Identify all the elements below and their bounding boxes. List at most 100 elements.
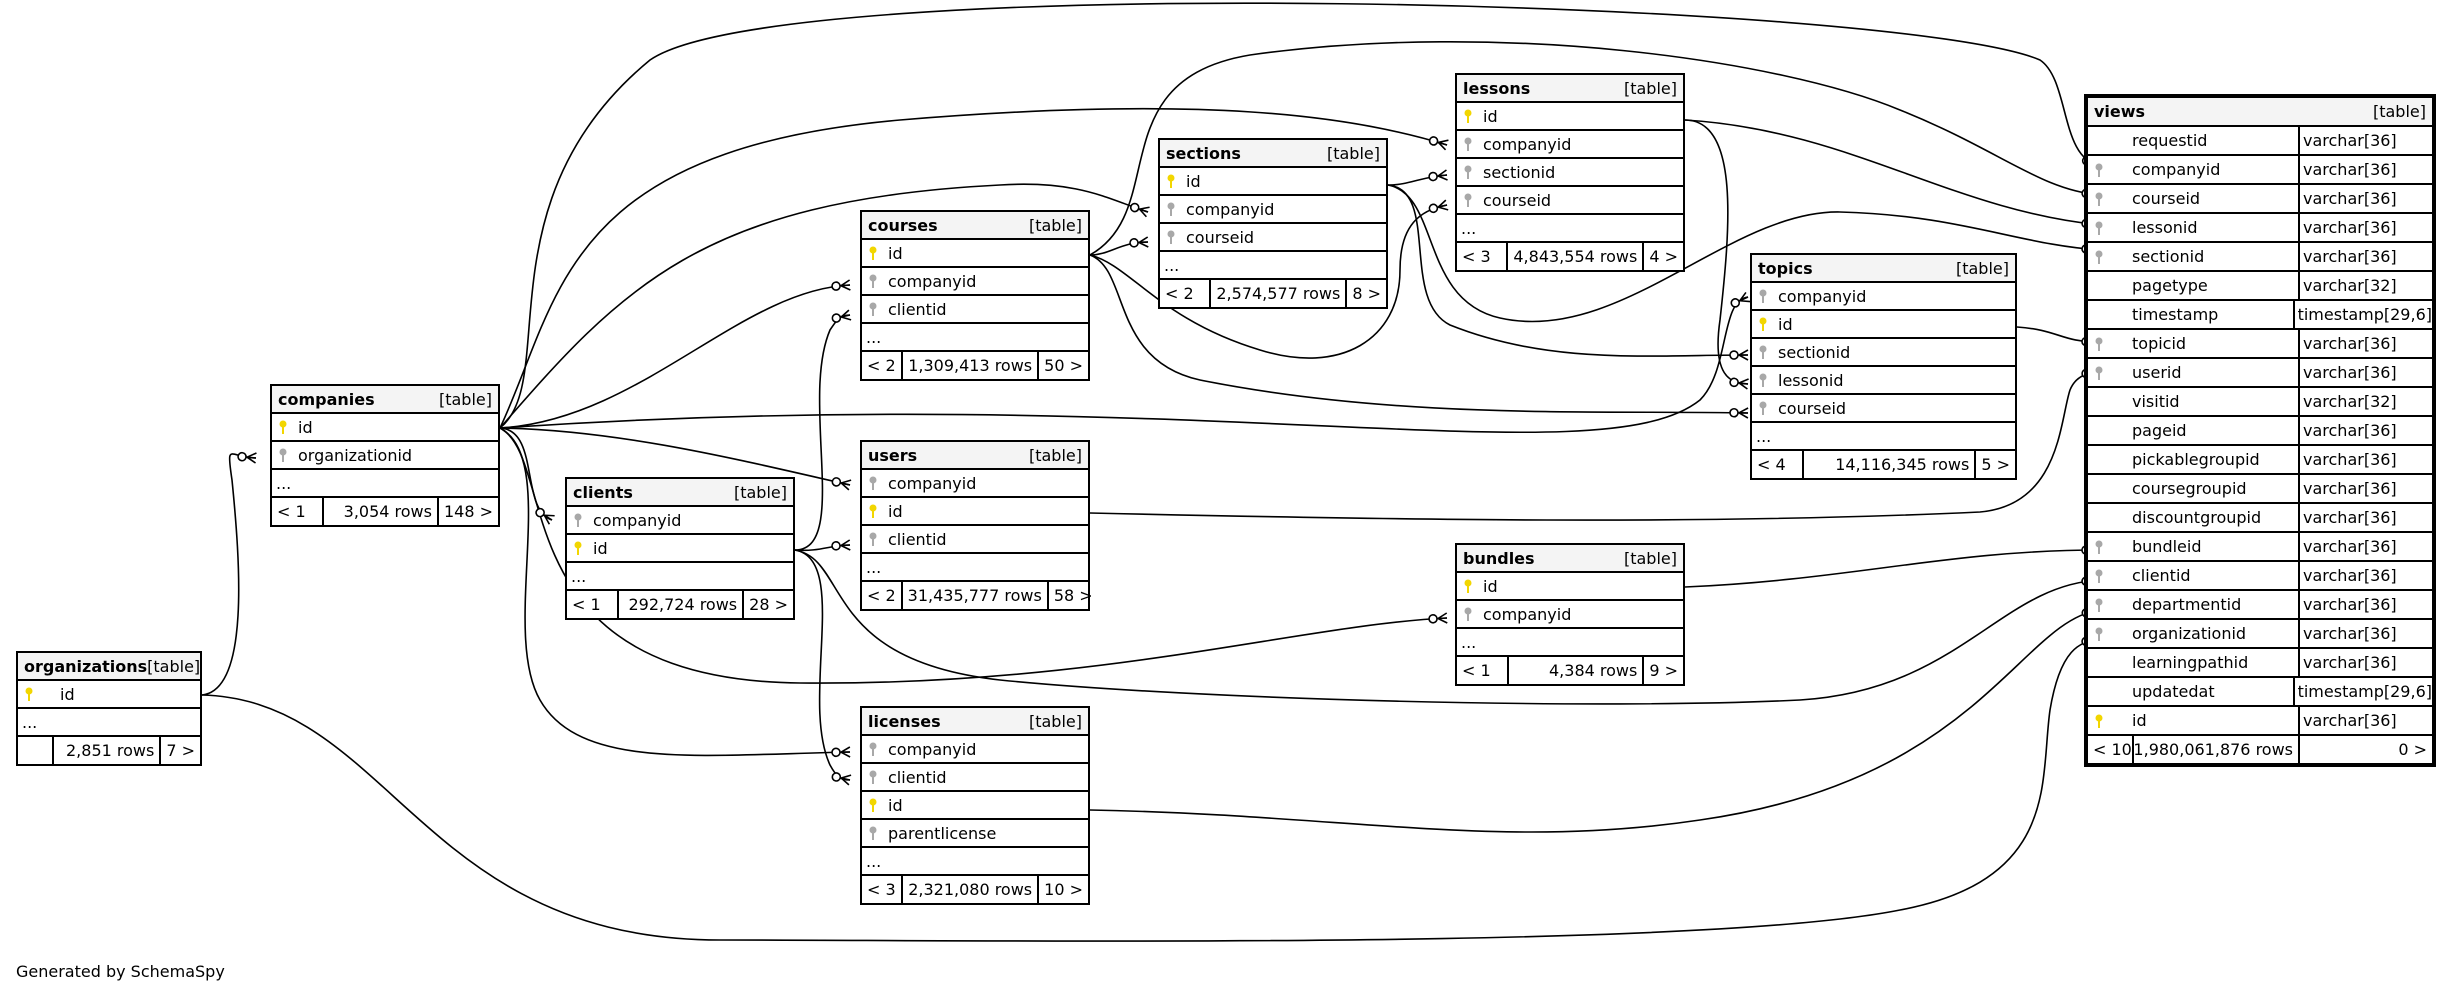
table-title[interactable]: bundles bbox=[1463, 548, 1535, 568]
column-row[interactable]: companyid bbox=[862, 470, 1088, 498]
children-count[interactable]: 0 > bbox=[2398, 740, 2427, 759]
column-row[interactable]: organizationid bbox=[272, 442, 498, 470]
column-row[interactable]: courseid bbox=[1160, 224, 1386, 252]
column-row[interactable]: sectionid bbox=[1752, 339, 2015, 367]
more-columns[interactable]: ... bbox=[862, 324, 1088, 352]
table-licenses[interactable]: licenses[table] companyid clientid id pa… bbox=[860, 706, 1090, 905]
table-title[interactable]: courses bbox=[868, 215, 938, 235]
column-row[interactable]: id bbox=[1160, 168, 1386, 196]
parents-count[interactable]: < 2 bbox=[862, 352, 904, 379]
parents-count[interactable]: < 3 bbox=[1457, 243, 1509, 270]
parents-count[interactable]: < 1 bbox=[272, 498, 324, 525]
parents-count[interactable]: < 2 bbox=[862, 582, 903, 609]
children-count[interactable]: 9 > bbox=[1649, 661, 1678, 680]
more-columns[interactable]: ... bbox=[862, 554, 1088, 582]
column-row[interactable]: courseid bbox=[1752, 395, 2015, 423]
more-columns[interactable]: ... bbox=[1457, 215, 1683, 243]
column-row[interactable]: id bbox=[1457, 103, 1683, 131]
column-row[interactable]: companyid bbox=[1457, 131, 1683, 159]
parents-count[interactable]: < 3 bbox=[862, 876, 904, 903]
column-row[interactable]: companyid bbox=[1752, 283, 2015, 311]
children-count[interactable]: 58 > bbox=[1053, 586, 1093, 605]
more-columns[interactable]: ... bbox=[18, 709, 200, 737]
children-count[interactable]: 4 > bbox=[1649, 247, 1678, 266]
children-count[interactable]: 148 > bbox=[443, 502, 493, 521]
more-columns[interactable]: ... bbox=[1457, 629, 1683, 657]
column-row[interactable]: id bbox=[862, 498, 1088, 526]
column-row[interactable]: lessonid bbox=[1752, 367, 2015, 395]
column-row[interactable]: id bbox=[1457, 573, 1683, 601]
children-count[interactable]: 10 > bbox=[1044, 880, 1083, 899]
column-row[interactable]: clientid bbox=[862, 764, 1088, 792]
more-columns[interactable]: ... bbox=[1752, 423, 2015, 451]
table-title[interactable]: organizations bbox=[24, 656, 148, 676]
column-row[interactable]: clientid bbox=[862, 526, 1088, 554]
table-users[interactable]: users[table] companyid id clientid ... <… bbox=[860, 440, 1093, 611]
column-row[interactable]: companyid bbox=[567, 507, 793, 535]
more-columns[interactable]: ... bbox=[567, 563, 793, 591]
parents-count[interactable]: < 10 bbox=[2088, 736, 2134, 763]
children-count[interactable]: 7 > bbox=[166, 741, 195, 760]
table-title[interactable]: companies bbox=[278, 389, 375, 409]
column-row[interactable]: companyid bbox=[862, 736, 1088, 764]
column-row[interactable]: companyid bbox=[1160, 196, 1386, 224]
table-title[interactable]: topics bbox=[1758, 258, 1813, 278]
more-columns[interactable]: ... bbox=[862, 848, 1088, 876]
children-count[interactable]: 50 > bbox=[1044, 356, 1083, 375]
column-row[interactable]: parentlicense bbox=[862, 820, 1088, 848]
table-courses[interactable]: courses[table] id companyid clientid ...… bbox=[860, 210, 1090, 381]
table-title[interactable]: licenses bbox=[868, 711, 941, 731]
parents-count[interactable]: < 2 bbox=[1160, 280, 1212, 307]
column-row[interactable]: courseid bbox=[1457, 187, 1683, 215]
table-title[interactable]: users bbox=[868, 445, 918, 465]
column-row[interactable]: id bbox=[567, 535, 793, 563]
parents-count[interactable] bbox=[18, 737, 54, 764]
more-columns[interactable]: ... bbox=[272, 470, 498, 498]
column-row[interactable]: companyid bbox=[862, 268, 1088, 296]
column-row[interactable]: companyid bbox=[1457, 601, 1683, 629]
column-row[interactable]: clientid bbox=[862, 296, 1088, 324]
column-row[interactable]: id bbox=[18, 681, 200, 709]
table-title[interactable]: lessons bbox=[1463, 78, 1531, 98]
table-title[interactable]: clients bbox=[573, 482, 633, 502]
table-title[interactable]: views bbox=[2094, 102, 2146, 121]
parents-count[interactable]: < 1 bbox=[1457, 657, 1509, 684]
parents-count[interactable]: < 1 bbox=[567, 591, 619, 618]
table-title[interactable]: sections bbox=[1166, 143, 1241, 163]
children-count[interactable]: 8 > bbox=[1352, 284, 1381, 303]
column-row[interactable]: sectionid bbox=[1457, 159, 1683, 187]
table-companies[interactable]: companies[table] id organizationid ... <… bbox=[270, 384, 500, 527]
column-row[interactable]: id bbox=[862, 792, 1088, 820]
table-lessons[interactable]: lessons[table] id companyid sectionid co… bbox=[1455, 73, 1685, 272]
children-count[interactable]: 5 > bbox=[1981, 455, 2010, 474]
table-topics[interactable]: topics[table] companyid id sectionid les… bbox=[1750, 253, 2017, 480]
column-row[interactable]: id bbox=[1752, 311, 2015, 339]
parents-count[interactable]: < 4 bbox=[1752, 451, 1804, 478]
children-count[interactable]: 28 > bbox=[749, 595, 788, 614]
